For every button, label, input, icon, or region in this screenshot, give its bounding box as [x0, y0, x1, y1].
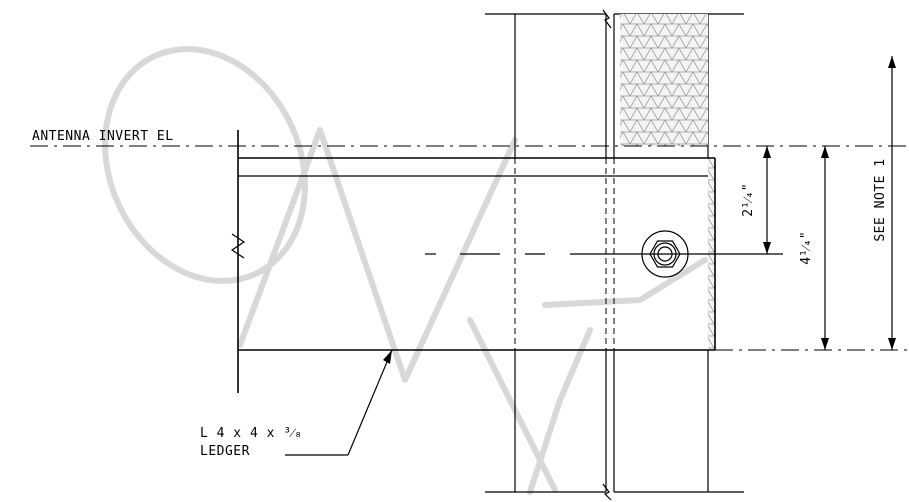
- ledger-leader: [285, 349, 393, 456]
- dimension-upper: [763, 146, 771, 254]
- member-size-label: L 4 x 4 x ³⁄₈: [200, 426, 303, 441]
- insulation-hatch: [620, 14, 708, 146]
- note-arrow: [888, 56, 896, 350]
- dimension-overall: [821, 146, 829, 350]
- note-label: SEE NOTE 1: [873, 158, 888, 241]
- watermark-only: [102, 46, 708, 495]
- dimension-overall-label: 4¹⁄₄": [799, 231, 814, 264]
- invert-label: ANTENNA INVERT EL: [32, 129, 174, 144]
- bolt-icon: [641, 230, 689, 278]
- member-name-label: LEDGER: [200, 444, 250, 459]
- ledger-angle: [230, 130, 716, 393]
- dimension-upper-label: 2¹⁄₄": [741, 183, 756, 216]
